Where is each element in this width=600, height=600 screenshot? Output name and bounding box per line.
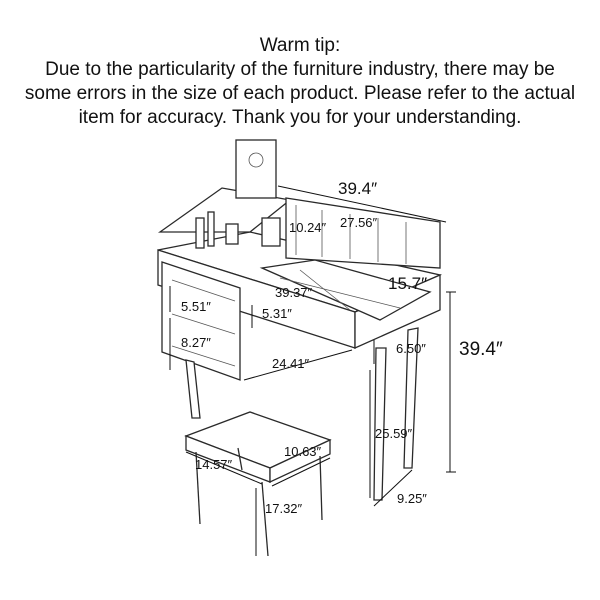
label-inner-width: 39.37″ — [275, 285, 313, 300]
warm-tip: Warm tip: Due to the particularity of th… — [0, 34, 600, 130]
drawer-divider-2 — [171, 313, 236, 335]
dim-line-stool-width — [185, 451, 263, 485]
photo-frame-figure — [248, 152, 264, 168]
drawer-divider-3 — [171, 345, 236, 367]
cosmetic-bottle — [195, 217, 205, 249]
cosmetic-jar — [225, 223, 239, 245]
label-inner-depth: 5.31″ — [262, 306, 292, 321]
label-drawer-top: 5.51″ — [181, 299, 211, 314]
brush-holder — [261, 217, 281, 247]
dim-line-knee-width — [243, 349, 353, 381]
warm-tip-body: Due to the particularity of the furnitur… — [24, 59, 576, 128]
stool-leg — [195, 451, 201, 525]
dim-line-stool-depth — [271, 457, 331, 487]
desk-leg-back-right — [403, 327, 419, 469]
stool-leg — [319, 455, 323, 521]
vanity-desk — [157, 139, 443, 501]
label-knee-width: 24.41″ — [272, 356, 310, 371]
stool-leg — [237, 447, 243, 471]
label-mirror-height: 10.24″ — [289, 220, 327, 235]
label-leg-height: 25.59″ — [375, 426, 413, 441]
stool — [184, 411, 332, 557]
dim-line-mirror-width — [277, 185, 447, 223]
label-mirror-inner: 27.56″ — [340, 215, 378, 230]
drawer-divider-1 — [171, 279, 236, 302]
stool-leg — [261, 481, 269, 557]
label-top-thickness: 6.50″ — [396, 341, 426, 356]
flip-mirror — [285, 197, 441, 269]
tray-divider — [279, 277, 401, 309]
warm-tip-title: Warm tip: — [259, 35, 341, 56]
label-depth: 15.7″ — [388, 274, 427, 293]
label-stool-depth: 10.63″ — [284, 444, 322, 459]
photo-frame — [235, 139, 277, 199]
label-total-height: 39.4″ — [459, 339, 503, 360]
drawer-cabinet — [161, 261, 241, 381]
label-stool-height: 17.32″ — [265, 501, 303, 516]
label-leg-depth: 9.25″ — [397, 491, 427, 506]
label-mirror-width: 39.4″ — [338, 179, 377, 198]
label-stool-width: 14.57″ — [195, 457, 233, 472]
label-drawer-bottom: 8.27″ — [181, 335, 211, 350]
desk-leg-front-left — [185, 359, 201, 419]
dim-line-leg-depth — [373, 469, 413, 507]
desk-leg-front-right — [373, 347, 387, 501]
dimension-lines — [169, 185, 456, 556]
cosmetic-bottle — [207, 211, 215, 247]
tray-divider — [299, 269, 351, 311]
stool-seat-side — [269, 438, 331, 484]
